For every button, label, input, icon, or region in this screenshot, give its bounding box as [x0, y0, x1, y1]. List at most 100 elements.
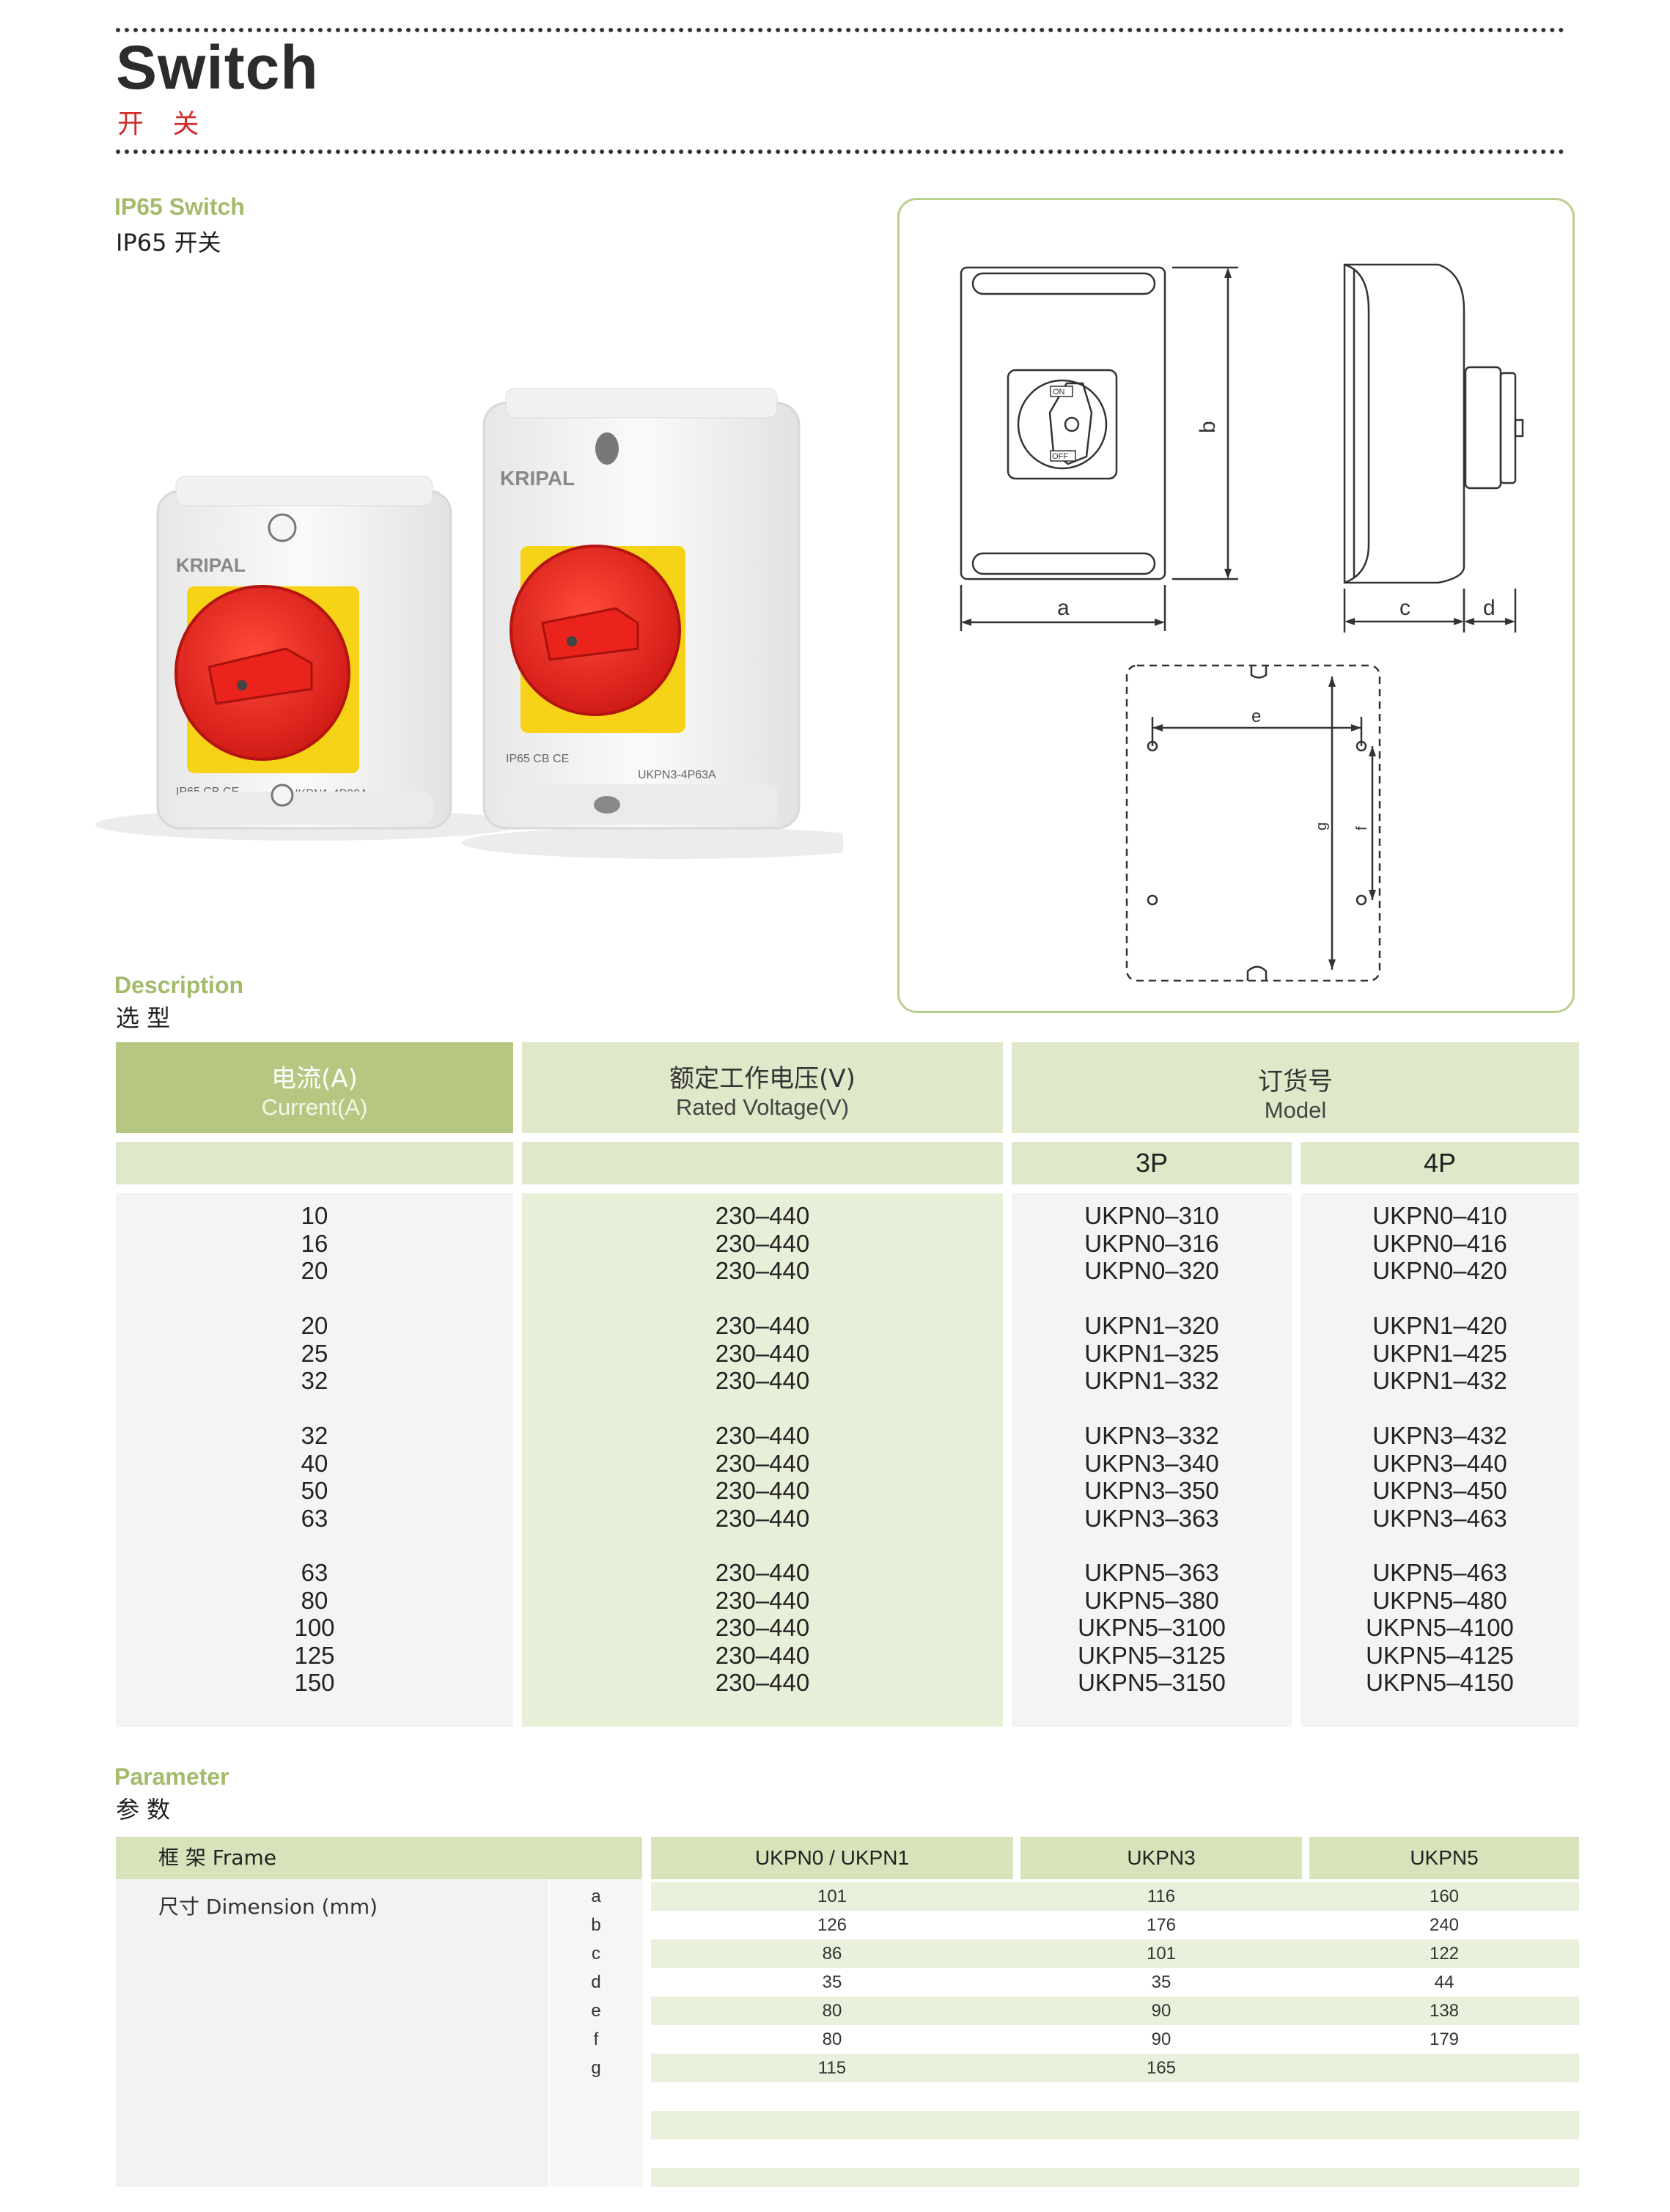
dim-label-g: g	[1314, 822, 1330, 830]
top-dotted-divider	[116, 28, 1564, 32]
parameter-heading-en: Parameter	[114, 1763, 229, 1790]
page-title: Switch	[116, 33, 319, 102]
voltage-column	[522, 1193, 1003, 1727]
dimension-label: 尺寸 Dimension (mm)	[158, 1895, 378, 1919]
product-heading-en: IP65 Switch	[114, 193, 245, 220]
param-value: 44	[1434, 1972, 1454, 1992]
page-subtitle: 开 关	[117, 109, 210, 139]
param-value: 176	[1146, 1915, 1177, 1935]
dim-label-b: b	[1196, 421, 1220, 433]
param-value	[1309, 2054, 1579, 2082]
voltage-subheader	[522, 1142, 1003, 1184]
description-heading-zh: 选 型	[116, 1004, 171, 1032]
product-heading-zh: IP65 开关	[116, 229, 221, 257]
param-value: 80	[822, 2001, 842, 2021]
param-key: b	[591, 1915, 601, 1935]
right-photo-model: UKPN3-4P63A	[638, 769, 716, 781]
right-photo-marks: IP65 CB CE	[506, 753, 569, 765]
dimension-drawing: ON OFF a b c d e f g	[960, 263, 1524, 982]
voltage-header-en: Rated Voltage(V)	[675, 1094, 850, 1120]
param-key: g	[591, 2058, 601, 2078]
left-photo-brand: KRIPAL	[176, 554, 246, 576]
model-4p-column	[1301, 1193, 1579, 1727]
model-header-en: Model	[1264, 1097, 1327, 1123]
param-value: 126	[817, 1915, 847, 1935]
dim-label-d: d	[1483, 596, 1496, 620]
model-header-zh: 订货号	[1258, 1067, 1333, 1096]
param-frame-1-header: UKPN3	[1020, 1837, 1302, 1879]
current-column	[116, 1193, 513, 1727]
param-value: 179	[1429, 2029, 1460, 2049]
dim-label-a: a	[1057, 596, 1070, 620]
param-value: 35	[822, 1972, 842, 1992]
param-value: 165	[1146, 2058, 1177, 2078]
model-3p-header: 3P	[1012, 1142, 1292, 1184]
param-key: c	[592, 1944, 600, 1964]
current-header-en: Current(A)	[261, 1094, 368, 1120]
param-value: 116	[1147, 1887, 1176, 1906]
param-empty-row	[651, 2082, 1579, 2111]
param-value: 90	[1151, 2029, 1171, 2049]
param-key: e	[591, 2001, 601, 2021]
parameter-heading-zh: 参 数	[116, 1796, 171, 1824]
param-value: 35	[1151, 1972, 1171, 1992]
voltage-header: 额定工作电压(V) Rated Voltage(V)	[522, 1042, 1003, 1133]
description-heading-en: Description	[114, 972, 244, 998]
param-frame-header: 框 架 Frame	[116, 1837, 642, 1879]
drawing-on-label: ON	[1053, 388, 1065, 397]
param-value: 101	[1146, 1944, 1177, 1964]
header-dotted-divider	[116, 150, 1564, 154]
param-row-bg	[651, 1997, 1579, 2025]
param-value: 138	[1429, 2001, 1460, 2021]
model-3p-column	[1012, 1193, 1292, 1727]
param-key-column	[550, 1879, 642, 2187]
param-value: 240	[1429, 1915, 1460, 1935]
drawing-off-label: OFF	[1052, 452, 1068, 461]
param-row-bg	[651, 1939, 1579, 1968]
current-header: 电流(A) Current(A)	[116, 1042, 513, 1133]
param-value: 160	[1429, 1887, 1460, 1906]
param-value: 101	[817, 1887, 847, 1906]
product-photo: KRIPAL IP65 CB CE UKPN3-4P63A KRIPAL IP6…	[66, 279, 887, 1011]
model-4p-header: 4P	[1301, 1142, 1579, 1184]
voltage-header-zh: 额定工作电压(V)	[669, 1064, 856, 1094]
model-header: 订货号 Model	[1012, 1042, 1579, 1133]
param-value: 86	[822, 1944, 842, 1964]
dimension-drawing-panel: ON OFF a b c d e f g	[897, 198, 1575, 1013]
param-empty-row	[651, 2168, 1579, 2187]
param-key: a	[591, 1887, 601, 1906]
dim-label-c: c	[1399, 596, 1410, 620]
param-empty-row	[651, 2111, 1579, 2139]
param-value: 115	[817, 2058, 847, 2078]
dim-label-e: e	[1251, 707, 1261, 726]
frame-label: 框 架 Frame	[158, 1846, 277, 1870]
param-value: 122	[1429, 1944, 1460, 1964]
param-value: 90	[1151, 2001, 1171, 2021]
param-key: f	[593, 2029, 599, 2049]
param-empty-row	[651, 2139, 1579, 2168]
param-frame-0-header: UKPN0 / UKPN1	[651, 1837, 1013, 1879]
param-row-bg	[651, 2054, 1579, 2082]
param-value: 80	[822, 2029, 842, 2049]
product-photo-drawing: KRIPAL IP65 CB CE UKPN3-4P63A KRIPAL IP6…	[95, 388, 887, 859]
current-subheader	[116, 1142, 513, 1184]
dim-label-f: f	[1354, 826, 1370, 830]
right-photo-brand: KRIPAL	[500, 467, 575, 490]
param-frame-2-header: UKPN5	[1309, 1837, 1579, 1879]
